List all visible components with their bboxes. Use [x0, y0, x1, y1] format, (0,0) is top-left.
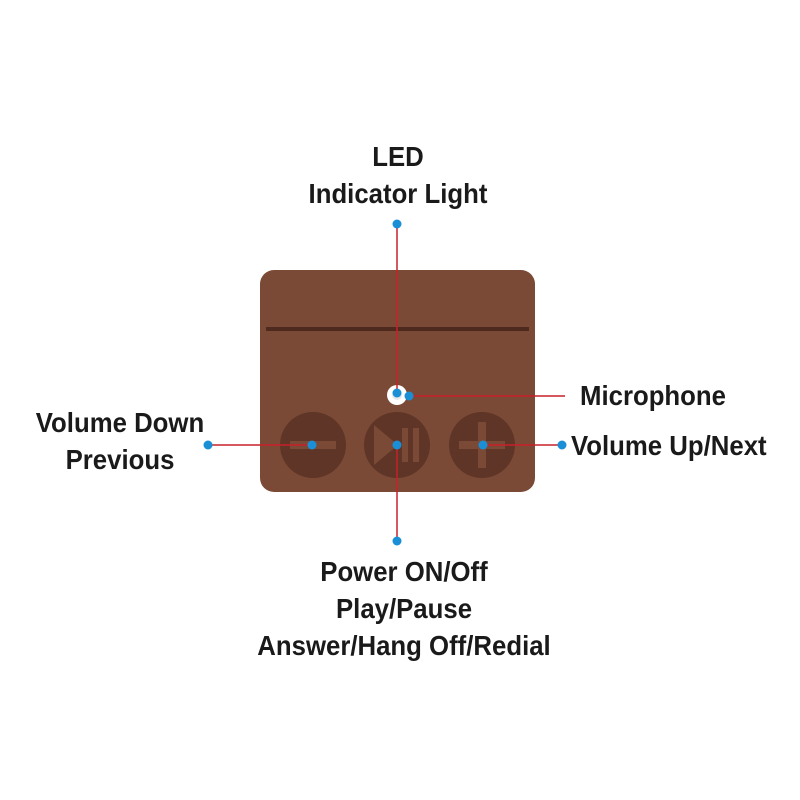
microphone-dot: [404, 391, 414, 401]
volume-down-label-line1: Volume Down: [35, 407, 205, 438]
power-bottom-dot: [392, 536, 402, 546]
volume-up-label: Volume Up/Next: [571, 430, 767, 461]
power-label-line3: Answer/Hang Off/Redial: [257, 630, 551, 661]
volume-down-label: Volume Down Previous: [28, 404, 212, 478]
volume-up-outer-dot: [557, 440, 567, 450]
led-label-line2: Indicator Light: [308, 178, 488, 209]
led-dot: [392, 388, 402, 398]
leader-lines: [208, 224, 565, 541]
led-label: LED Indicator Light: [260, 138, 536, 212]
volume-up-dot: [478, 440, 488, 450]
play-pause-icon: [374, 425, 419, 465]
play-pause-dot: [392, 440, 402, 450]
volume-down-dot: [307, 440, 317, 450]
power-label: Power ON/Off Play/Pause Answer/Hang Off/…: [220, 553, 588, 664]
callout-dots: [203, 219, 567, 546]
power-label-line1: Power ON/Off: [320, 556, 488, 587]
led-top-dot: [392, 219, 402, 229]
led-label-line1: LED: [372, 141, 424, 172]
volume-down-outer-dot: [203, 440, 213, 450]
volume-down-label-line2: Previous: [65, 444, 175, 475]
microphone-label: Microphone: [580, 380, 726, 411]
power-label-line2: Play/Pause: [335, 593, 473, 624]
